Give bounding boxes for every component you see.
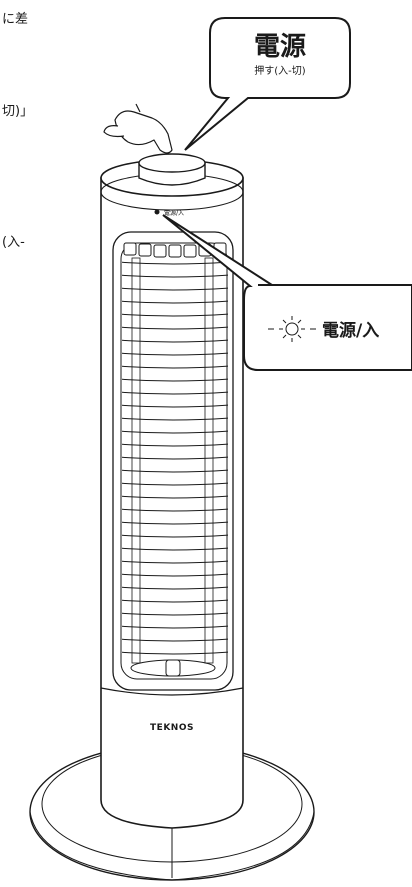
grill-slat	[122, 287, 228, 291]
grill-slat	[122, 599, 228, 603]
brand-logo: TEKNOS	[150, 723, 194, 733]
grill-slat	[122, 586, 228, 590]
callout-indicator-label: 電源/入	[322, 320, 379, 341]
instruction-text-fragment-2: 切)」	[2, 104, 34, 119]
grill-slat	[122, 573, 228, 577]
grill-slat	[122, 300, 228, 304]
power-indicator-lamp	[154, 209, 160, 215]
grill-slat	[122, 612, 228, 616]
grill-slat	[122, 443, 228, 447]
callout-power-title: 電源	[254, 32, 306, 62]
grill-slat	[122, 261, 228, 265]
grill-slat	[122, 417, 228, 421]
grill-slat	[122, 625, 228, 629]
grill-rail-right	[204, 257, 214, 664]
grill-slat	[122, 391, 228, 395]
grill-slat	[122, 365, 228, 369]
instruction-text-fragment-1: に差	[2, 12, 29, 27]
indicator-small-label: 電源/入	[164, 209, 184, 217]
grill-slat	[122, 508, 228, 512]
grill-slat	[122, 560, 228, 564]
grill-slat	[122, 495, 228, 499]
grill-slat	[122, 482, 228, 486]
grill-slat	[122, 534, 228, 538]
grill-slat	[122, 326, 228, 330]
power-button[interactable]	[138, 153, 206, 186]
grill-bottom	[130, 659, 216, 677]
grill-slat	[122, 352, 228, 356]
instruction-text-fragment-3: (入-	[2, 235, 25, 250]
grill-slat	[122, 274, 228, 278]
callout-power-subtitle: 押す(入-切)	[254, 64, 306, 77]
grill-slat	[122, 469, 228, 473]
grill-slat	[122, 313, 228, 317]
grill-slat	[122, 651, 228, 655]
grill-rail-left	[131, 257, 141, 664]
grill-slat	[122, 456, 228, 460]
grill-slat	[122, 521, 228, 525]
grill-slat	[122, 339, 228, 343]
light-on-icon	[268, 316, 316, 342]
grill-slat	[122, 430, 228, 434]
grill-slat	[122, 638, 228, 642]
pointing-hand-icon	[103, 103, 173, 154]
grill-slat	[122, 404, 228, 408]
callout-indicator	[162, 214, 412, 371]
grill-slat	[122, 378, 228, 382]
grill-slat	[122, 547, 228, 551]
callout-power-button	[184, 17, 351, 151]
tower-body	[100, 159, 244, 829]
grill-slats	[122, 257, 228, 664]
